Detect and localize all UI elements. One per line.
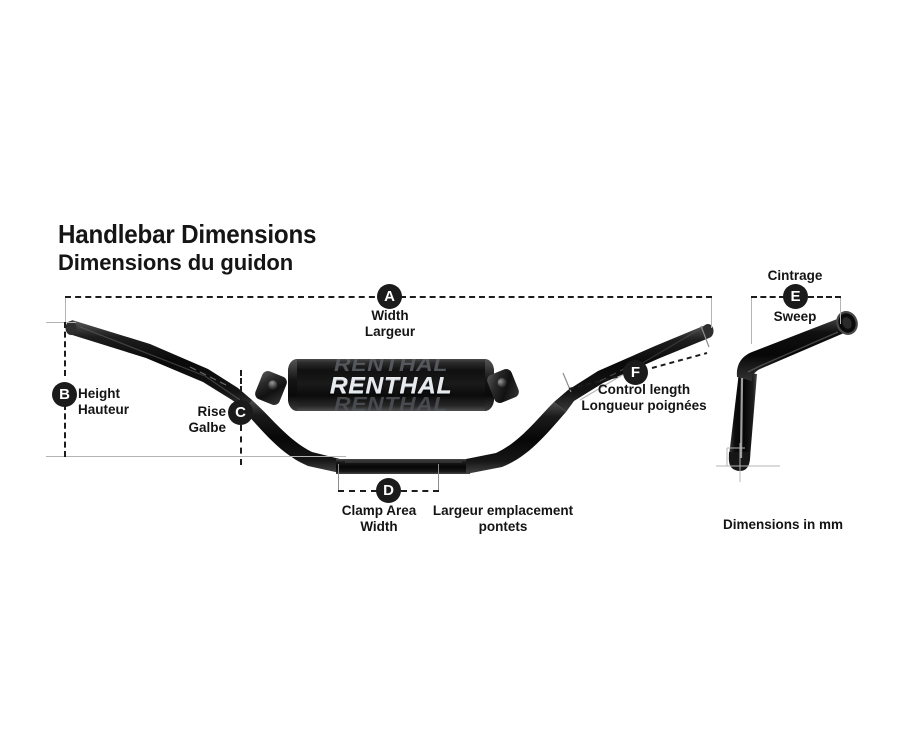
- dimension-a-line-right: [400, 296, 712, 298]
- callout-f-label-en: Control length: [597, 382, 691, 397]
- bar-pad-body: RENTHAL RENTHAL RENTHAL: [288, 359, 494, 411]
- dimension-c-line-upper: [240, 370, 242, 400]
- callout-e-label-en: Sweep: [773, 309, 817, 324]
- page-title-french: Dimensions du guidon: [58, 250, 294, 275]
- dimension-b-line-lower: [64, 404, 66, 457]
- callout-d-label-en-line1: Clamp Area: [341, 503, 417, 518]
- callout-e-label-fr: Cintrage: [767, 268, 823, 283]
- callout-c-label-fr: Galbe: [188, 419, 226, 435]
- dimension-f-extension-right: [700, 325, 710, 348]
- callout-a-label-fr: Largeur: [364, 323, 416, 339]
- callout-b-label-en: Height: [78, 386, 120, 401]
- callout-c-label: Rise Galbe: [186, 404, 226, 435]
- renthal-bar-pad: RENTHAL RENTHAL RENTHAL: [288, 359, 494, 411]
- callout-d-label-fr-line1: Largeur emplacement: [432, 503, 574, 518]
- callout-badge-b: B: [53, 383, 76, 406]
- bar-pad-end-cap-left: [288, 359, 297, 411]
- dimension-e-line-left: [751, 296, 785, 298]
- dimension-d-line-left: [338, 490, 377, 492]
- dimension-e-line-right: [808, 296, 841, 298]
- bar-pad-ghost-text-top: RENTHAL: [334, 359, 448, 376]
- callout-badge-e: E: [784, 285, 807, 308]
- units-note: Dimensions in mm: [723, 517, 844, 532]
- bar-pad-ghost-text-bottom: RENTHAL: [334, 394, 448, 411]
- callout-a-label: Width Largeur: [340, 308, 440, 339]
- callout-badge-f: F: [624, 361, 647, 384]
- callout-b-label-fr: Hauteur: [78, 401, 130, 417]
- page-title-english: Handlebar Dimensions: [58, 219, 317, 249]
- dimension-a-extension-right: [711, 296, 712, 328]
- dimension-f-line-right: [651, 352, 708, 369]
- callout-d-label-fr: Largeur emplacement pontets: [432, 503, 574, 534]
- callout-badge-d: D: [377, 479, 400, 502]
- callout-d-label-fr-line2: pontets: [478, 518, 528, 534]
- dimension-e-extension-right: [840, 296, 841, 324]
- callout-b-label: Height Hauteur: [78, 386, 129, 417]
- callout-c-label-en: Rise: [197, 404, 226, 419]
- dimension-b-line-upper: [64, 322, 66, 376]
- dimension-a-extension-left: [65, 296, 66, 326]
- bar-pad-brand-text: RENTHAL: [329, 372, 453, 398]
- callout-a-label-en: Width: [371, 308, 409, 323]
- dimension-a-line-left: [65, 296, 385, 298]
- dimension-d-extension-right: [438, 464, 439, 490]
- dimension-c-line-lower: [240, 425, 242, 465]
- callout-f-label-fr: Longueur poignées: [581, 397, 707, 413]
- callout-badge-c: C: [229, 401, 252, 424]
- callout-d-label-en-line2: Width: [360, 518, 398, 534]
- dimension-d-extension-left: [338, 464, 339, 490]
- dimension-b-extension-bottom: [46, 456, 346, 457]
- callout-d-label-en: Clamp Area Width: [333, 503, 425, 534]
- dimension-e-extension-left: [751, 296, 752, 344]
- callout-f-label: Control length Longueur poignées: [578, 382, 710, 413]
- dimension-b-extension-top: [46, 322, 76, 323]
- callout-badge-a: A: [378, 285, 401, 308]
- dimension-d-line-right: [401, 490, 439, 492]
